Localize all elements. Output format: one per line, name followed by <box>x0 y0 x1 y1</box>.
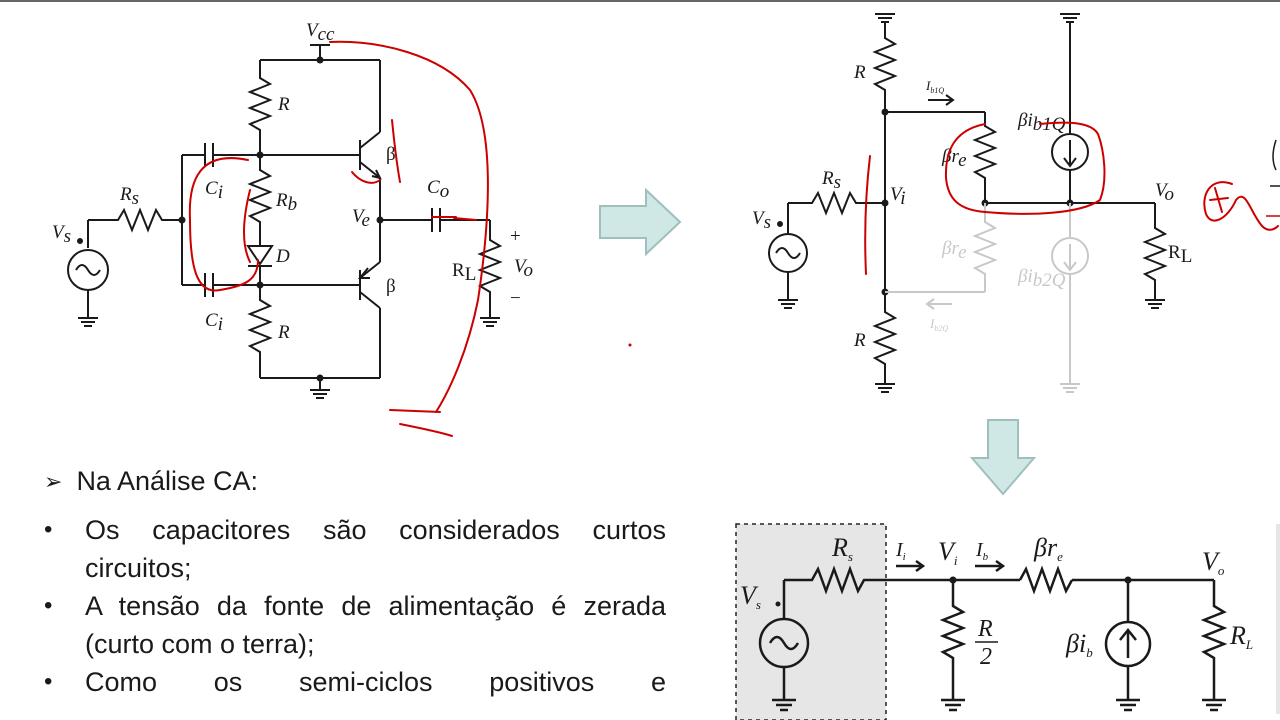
c2-vo-label: Vo <box>1155 180 1174 205</box>
down-arrow-icon <box>969 419 1037 496</box>
r-top-label: R <box>277 94 290 115</box>
diode-label: D <box>275 246 290 267</box>
offscreen-right-edge <box>1266 139 1280 217</box>
c3-r-half-denominator: 2 <box>980 644 992 670</box>
beta-bottom-label: β <box>386 276 396 297</box>
c3-rs-label: Rs <box>831 533 853 564</box>
circuit-1-labels: Vcc R Rb D R Ci Ci Rs Vs Ve Co RL Vo + −… <box>52 20 533 343</box>
handwritten-annotations-2 <box>864 121 1279 275</box>
ci-top-label: Ci <box>205 178 223 203</box>
c3-beta-re-label: βre <box>1033 533 1063 564</box>
handwritten-annotations-1 <box>188 40 489 437</box>
vcc-label: Vcc <box>306 20 335 45</box>
ci-bottom-label: Ci <box>205 310 223 335</box>
ib1q-label: Ib1Q <box>925 78 944 95</box>
c2-rs-label: Rs <box>821 168 841 193</box>
beta-re-top-label: βre <box>941 146 967 171</box>
c2-vi-label: Vi <box>890 184 905 209</box>
circuit-2-ac-equivalent <box>768 13 1168 393</box>
source-shaded-box <box>735 523 887 720</box>
vo-label: Vo <box>514 256 533 281</box>
beta-top-label: β <box>386 144 396 165</box>
slide-text-block: ➢ Na Análise CA: Os capacitores são cons… <box>44 466 666 701</box>
c3-r-half-numerator: R <box>977 616 993 642</box>
c3-ib-label: Ib <box>975 539 989 563</box>
circuit-2-faded-branch <box>885 203 1089 393</box>
circuit-2-labels: R R Ib1Q Ib2Q βre βre βib1Q βib2Q Rs Vi … <box>752 62 1192 351</box>
c3-vo-label: Vo <box>1202 547 1225 578</box>
c2-r-bottom-label: R <box>853 330 866 351</box>
bullet-item: A tensão da fonte de alimentação é zerad… <box>44 587 666 663</box>
circuit-3-labels: Rs Ii Vi Ib βre Vo Vs R 2 βib RL <box>740 533 1253 670</box>
rl-label: RL <box>452 260 476 285</box>
c2-r-top-label: R <box>853 62 866 83</box>
c2-rl-label: RL <box>1168 242 1192 267</box>
bullet-item: Os capacitores são considerados curtos c… <box>44 511 666 587</box>
bullet-item: Como os semi-ciclos positivos e <box>44 663 666 701</box>
c2-vs-label: Vs <box>752 208 771 233</box>
c3-ii-label: Ii <box>895 539 906 563</box>
r-bottom-label: R <box>277 322 290 343</box>
beta-ib2q-label: βib2Q <box>1017 266 1066 291</box>
c3-rl-label: RL <box>1229 621 1253 652</box>
ib2q-label: Ib2Q <box>929 316 948 333</box>
co-label: Co <box>427 177 449 202</box>
c3-beta-ib-label: βib <box>1065 629 1093 660</box>
c3-vs-label: Vs <box>740 581 761 612</box>
right-arrow-icon <box>599 187 682 257</box>
arrow-bullet-icon: ➢ <box>44 468 63 494</box>
ve-label: Ve <box>352 206 370 231</box>
circuit-1-push-pull-amplifier <box>67 44 503 399</box>
c3-vi-label: Vi <box>938 537 958 568</box>
beta-ib1q-label: βib1Q <box>1017 110 1066 135</box>
vs-label: Vs <box>52 222 71 247</box>
beta-re-bottom-label: βre <box>941 238 967 263</box>
plus-label: + <box>510 226 521 247</box>
minus-label: − <box>510 288 521 309</box>
section-heading: ➢ Na Análise CA: <box>44 466 666 497</box>
rb-label: Rb <box>275 190 297 215</box>
rs-label: Rs <box>119 184 139 209</box>
bullet-list: Os capacitores são considerados curtos c… <box>44 511 666 701</box>
heading-text: Na Análise CA: <box>76 466 259 496</box>
circuit-3-simplified <box>735 523 1280 720</box>
